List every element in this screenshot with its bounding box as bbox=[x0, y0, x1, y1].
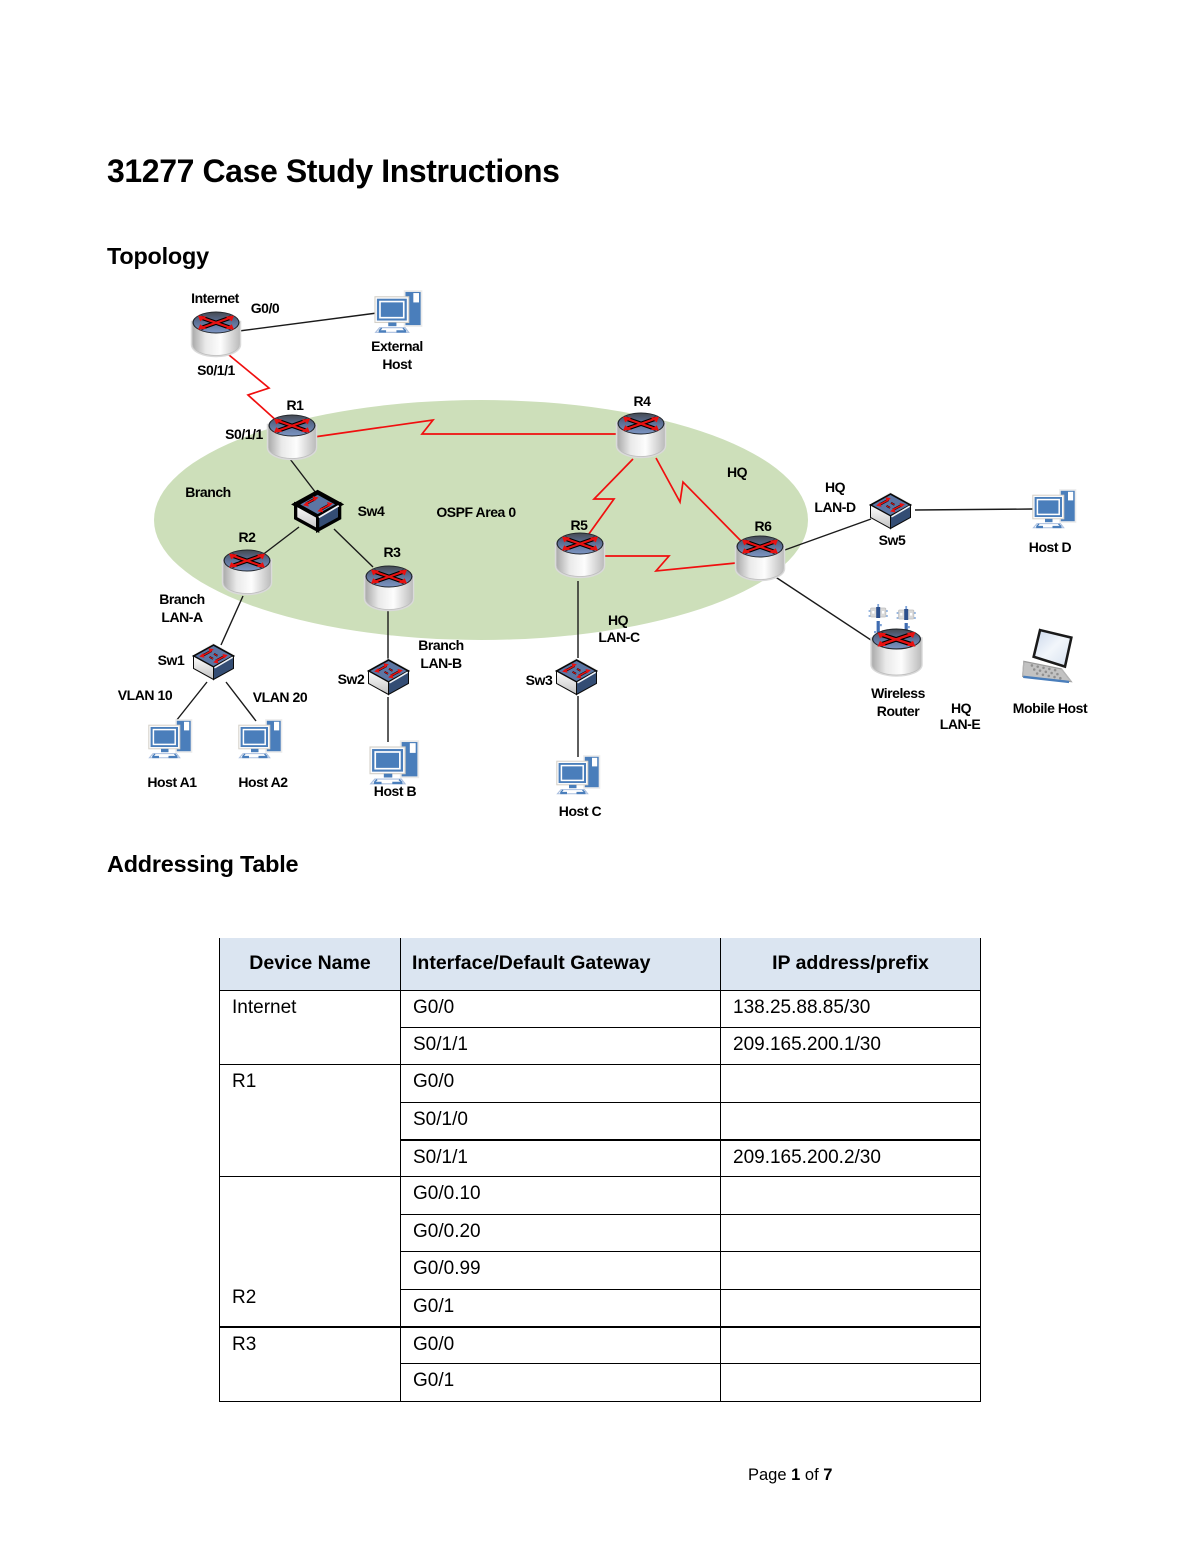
svg-text:Wireless: Wireless bbox=[871, 685, 926, 701]
svg-text:HQ: HQ bbox=[608, 612, 629, 628]
svg-text:LAN-B: LAN-B bbox=[420, 655, 462, 671]
svg-text:S0/1/1: S0/1/1 bbox=[197, 362, 235, 378]
svg-text:Host C: Host C bbox=[559, 803, 602, 819]
svg-text:Mobile Host: Mobile Host bbox=[1013, 700, 1088, 716]
svg-text:Sw1: Sw1 bbox=[158, 652, 185, 668]
svg-text:Branch: Branch bbox=[418, 637, 464, 653]
svg-text:Router: Router bbox=[877, 703, 920, 719]
svg-text:Internet: Internet bbox=[191, 290, 240, 306]
svg-text:R2: R2 bbox=[239, 529, 257, 545]
svg-text:Host B: Host B bbox=[374, 783, 417, 799]
svg-text:Branch: Branch bbox=[159, 591, 205, 607]
svg-text:Host: Host bbox=[382, 356, 412, 372]
svg-text:Sw4: Sw4 bbox=[358, 503, 385, 519]
svg-text:R6: R6 bbox=[755, 518, 773, 534]
svg-text:HQ: HQ bbox=[727, 464, 748, 480]
svg-text:Host A1: Host A1 bbox=[147, 774, 197, 790]
svg-text:R1: R1 bbox=[287, 397, 305, 413]
svg-text:VLAN 10: VLAN 10 bbox=[118, 687, 173, 703]
svg-text:Host D: Host D bbox=[1029, 539, 1072, 555]
svg-text:R5: R5 bbox=[571, 517, 589, 533]
svg-text:Branch: Branch bbox=[185, 484, 231, 500]
svg-text:S0/1/1: S0/1/1 bbox=[225, 426, 263, 442]
svg-text:Sw5: Sw5 bbox=[879, 532, 906, 548]
svg-text:VLAN 20: VLAN 20 bbox=[253, 689, 308, 705]
svg-text:R4: R4 bbox=[634, 393, 652, 409]
svg-text:G0/0: G0/0 bbox=[251, 300, 280, 316]
svg-text:LAN-D: LAN-D bbox=[814, 499, 856, 515]
svg-text:LAN-C: LAN-C bbox=[598, 629, 640, 645]
svg-text:HQ: HQ bbox=[825, 479, 846, 495]
svg-text:Sw2: Sw2 bbox=[338, 671, 365, 687]
svg-text:R3: R3 bbox=[384, 544, 402, 560]
svg-text:OSPF Area 0: OSPF Area 0 bbox=[436, 504, 516, 520]
svg-text:Sw3: Sw3 bbox=[526, 672, 553, 688]
svg-text:LAN-A: LAN-A bbox=[161, 609, 203, 625]
svg-text:HQ: HQ bbox=[951, 700, 972, 716]
svg-text:Host A2: Host A2 bbox=[238, 774, 288, 790]
svg-text:External: External bbox=[371, 338, 423, 354]
svg-text:LAN-E: LAN-E bbox=[940, 716, 981, 732]
